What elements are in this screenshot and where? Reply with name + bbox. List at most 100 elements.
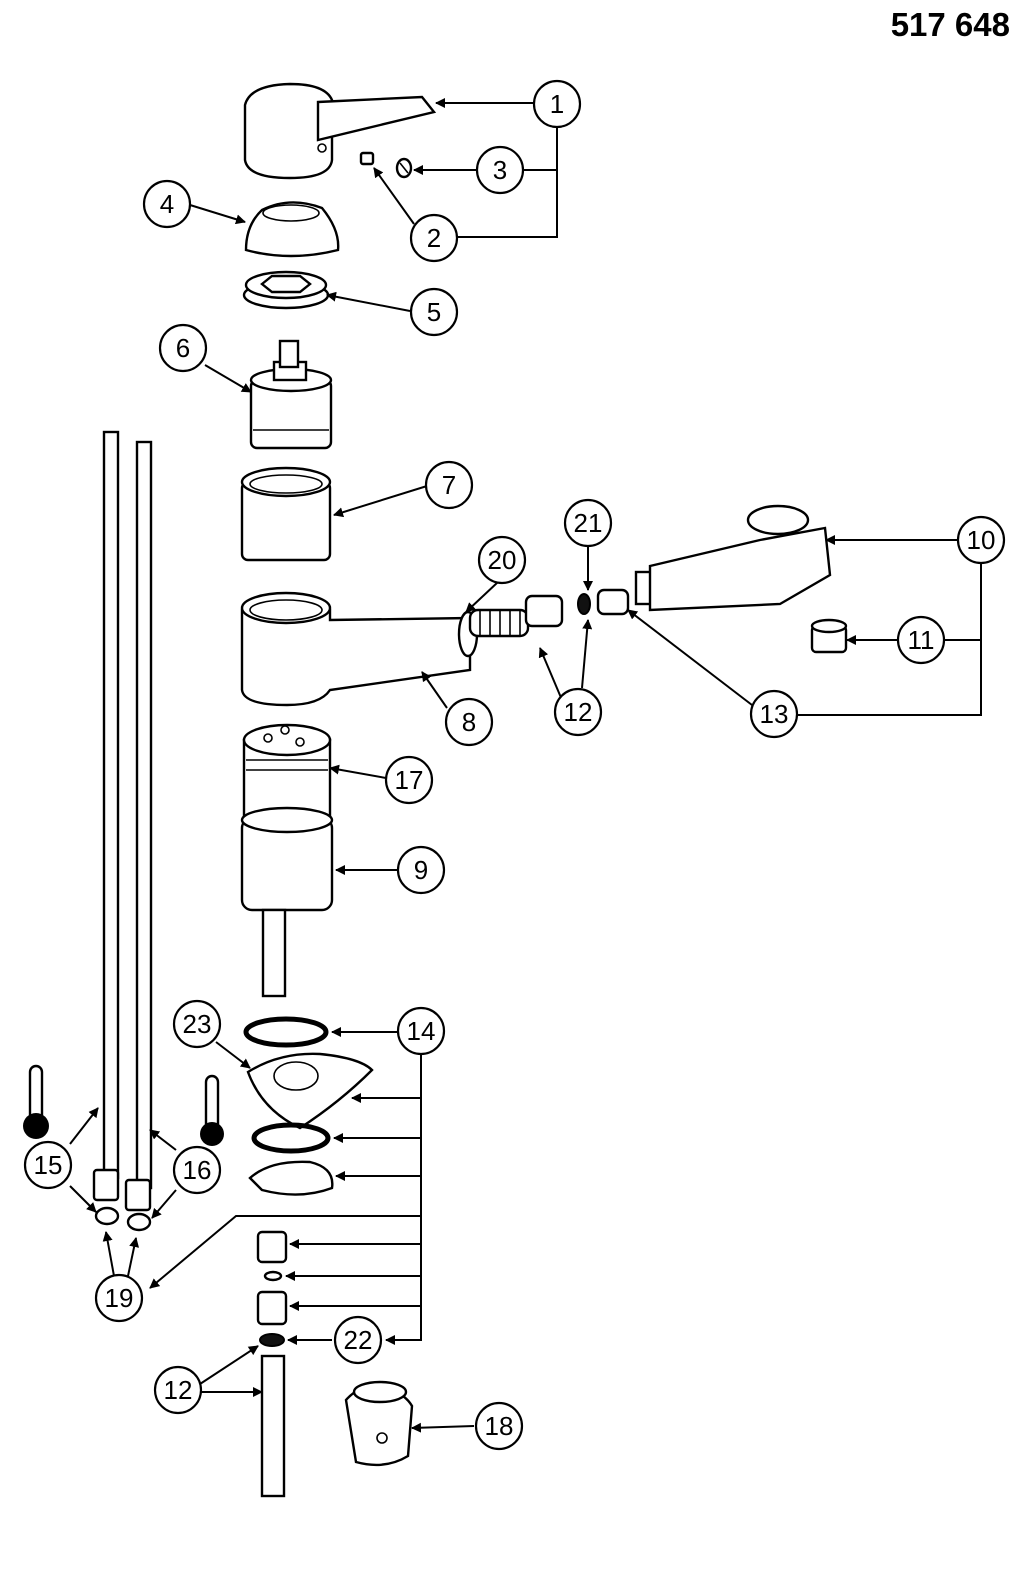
part-base-gasket <box>243 1016 329 1048</box>
part-counterweight <box>344 1380 414 1467</box>
callout-circle <box>409 287 459 337</box>
callout-circle <box>475 145 525 195</box>
callout-circle <box>153 1365 203 1415</box>
callout-c23: 23 <box>172 999 222 1049</box>
callout-number: 7 <box>442 470 456 500</box>
callout-c19: 19 <box>94 1273 144 1323</box>
part-lever-handle <box>243 82 437 180</box>
callout-c12b: 12 <box>153 1365 203 1415</box>
callout-circle <box>956 515 1006 565</box>
callout-c5: 5 <box>409 287 459 337</box>
callout-circle <box>896 615 946 665</box>
callout-number: 18 <box>485 1411 514 1441</box>
callout-circle <box>532 79 582 129</box>
cold-water-thermometer-icon <box>200 1074 224 1146</box>
part-supply-hose-hot <box>92 430 120 1202</box>
callout-circle <box>23 1140 73 1190</box>
callout-c15: 15 <box>23 1140 73 1190</box>
callout-circle <box>396 845 446 895</box>
part-pull-out-hose <box>260 1354 286 1498</box>
callout-c9: 9 <box>396 845 446 895</box>
callout-number: 1 <box>550 89 564 119</box>
callout-number: 22 <box>344 1325 373 1355</box>
part-hose-connector <box>596 588 630 616</box>
callout-c7: 7 <box>424 460 474 510</box>
callout-c8: 8 <box>444 697 494 747</box>
callout-circle <box>409 213 459 263</box>
callout-number: 13 <box>760 699 789 729</box>
callout-circle <box>749 689 799 739</box>
callout-c11: 11 <box>896 615 946 665</box>
part-horseshoe-washer <box>248 1160 334 1196</box>
callout-circle <box>158 323 208 373</box>
callout-c14: 14 <box>396 1006 446 1056</box>
callout-number: 8 <box>462 707 476 737</box>
callout-c10: 10 <box>956 515 1006 565</box>
callout-circle <box>553 687 603 737</box>
part-spray-head <box>634 504 832 612</box>
callout-number: 10 <box>967 525 996 555</box>
callout-circle <box>94 1273 144 1323</box>
part-mixer-body <box>240 723 334 998</box>
callout-number: 12 <box>564 697 593 727</box>
callout-number: 6 <box>176 333 190 363</box>
callout-number: 4 <box>160 189 174 219</box>
part-sleeve <box>240 466 332 562</box>
callout-c17: 17 <box>384 755 434 805</box>
callout-circle <box>333 1315 383 1365</box>
callout-circle <box>477 535 527 585</box>
part-dome-cover <box>244 201 340 258</box>
callout-number: 17 <box>395 765 424 795</box>
leader-lines <box>69 98 982 1433</box>
callout-c13: 13 <box>749 689 799 739</box>
hot-water-thermometer-icon <box>23 1064 49 1139</box>
callout-number: 20 <box>488 545 517 575</box>
part-cartridge <box>249 339 333 450</box>
callout-number: 16 <box>183 1155 212 1185</box>
callout-number: 11 <box>908 625 935 655</box>
callout-c22: 22 <box>333 1315 383 1365</box>
part-grub-screw <box>359 151 375 166</box>
callout-number: 2 <box>427 223 441 253</box>
part-hose-washer <box>259 1333 285 1347</box>
part-base-plate <box>246 1052 374 1130</box>
callout-number: 5 <box>427 297 441 327</box>
callout-number: 21 <box>574 508 603 538</box>
part-small-washer <box>577 593 591 615</box>
callout-number: 9 <box>414 855 428 885</box>
callout-circle <box>444 697 494 747</box>
callout-c2: 2 <box>409 213 459 263</box>
callout-number: 15 <box>34 1150 63 1180</box>
callout-circle <box>424 460 474 510</box>
callout-c12a: 12 <box>553 687 603 737</box>
part-retaining-nut <box>242 270 330 310</box>
part-cover-cap <box>395 157 413 179</box>
callout-number: 12 <box>164 1375 193 1405</box>
part-compression-fittings <box>256 1230 288 1326</box>
callout-c1: 1 <box>532 79 582 129</box>
callout-number: 23 <box>183 1009 212 1039</box>
callout-circle <box>396 1006 446 1056</box>
callout-c20: 20 <box>477 535 527 585</box>
callout-number: 3 <box>493 155 507 185</box>
callout-c16: 16 <box>172 1145 222 1195</box>
part-spout-body <box>240 591 479 707</box>
part-o-ring <box>251 1122 331 1154</box>
callout-number: 14 <box>407 1016 436 1046</box>
part-number-title: 517 648 <box>890 6 1010 43</box>
callout-c4: 4 <box>142 179 192 229</box>
callout-circle <box>142 179 192 229</box>
callout-circle <box>474 1401 524 1451</box>
callout-number: 19 <box>105 1283 134 1313</box>
part-hose-seal-left <box>94 1206 120 1226</box>
callout-c21: 21 <box>563 498 613 548</box>
callout-c3: 3 <box>475 145 525 195</box>
callout-circle <box>172 1145 222 1195</box>
part-hose-spring <box>468 594 564 638</box>
callout-circle <box>172 999 222 1049</box>
callout-c6: 6 <box>158 323 208 373</box>
part-hose-seal-right <box>126 1212 152 1232</box>
callout-c18: 18 <box>474 1401 524 1451</box>
